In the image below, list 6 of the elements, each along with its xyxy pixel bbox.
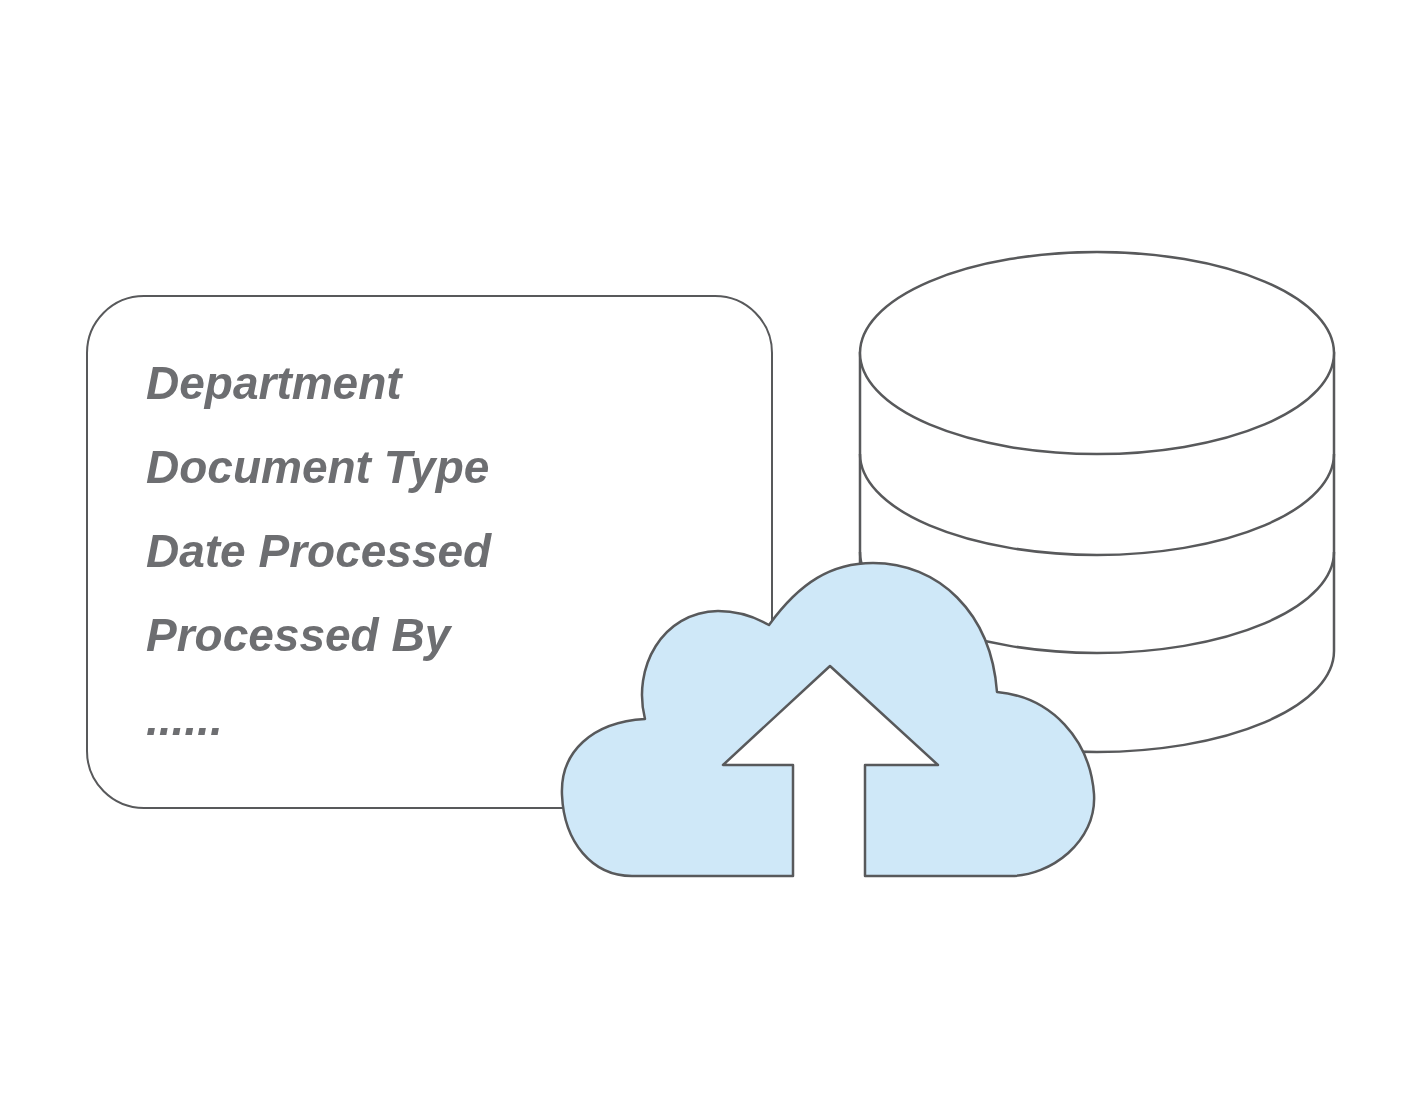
fields-card <box>86 295 773 809</box>
field-name-text: Department <box>146 356 402 411</box>
field-name-text: Date Processed <box>146 524 492 579</box>
field-name-text: ...... <box>146 692 223 747</box>
field-name-text: Processed By <box>146 608 451 663</box>
field-name-text: Document Type <box>146 440 490 495</box>
